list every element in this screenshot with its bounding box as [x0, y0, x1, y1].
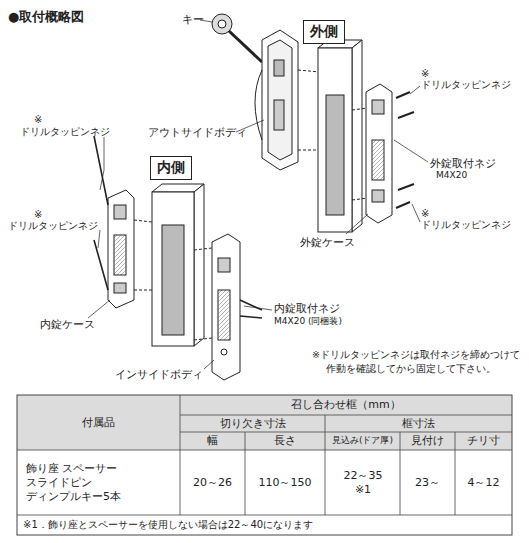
note: 作動を確認してから固定して下さい。	[326, 364, 496, 375]
table-cell: 4～12	[455, 450, 512, 515]
part-name: 外錠取付ネジ	[430, 157, 496, 169]
table-header: 幅	[180, 432, 245, 450]
part-name: 内錠ケース	[40, 318, 95, 330]
table-cell: 23～	[400, 450, 455, 515]
part-name: インサイドボディ	[115, 368, 203, 380]
side-label: 内側	[157, 159, 185, 177]
table-header: 見込み(ドア厚)	[325, 432, 400, 450]
part-name: ドリルタッピンネジ	[8, 220, 98, 232]
title: ●取付概略図	[8, 10, 84, 25]
table-header: 框寸法	[325, 415, 512, 432]
note: ※ドリルタッピンネジは取付ネジを締めつけて	[312, 350, 520, 361]
part-name: アウトサイドボディ	[148, 126, 247, 138]
note-mark: ※	[34, 209, 42, 221]
note-mark: ※	[34, 114, 42, 126]
table-header: 長さ	[245, 432, 325, 450]
side-label: 外側	[310, 23, 338, 41]
table-cell: 飾り座 スペーサー スライドピン ディンプルキー5本	[20, 452, 138, 514]
table-header: 召し合わせ框（mm）	[180, 395, 512, 415]
table-cell: 110～150	[245, 450, 325, 515]
table-cell: 22～35 ※1	[340, 450, 386, 515]
part-name: ドリルタッピンネジ	[20, 126, 110, 138]
part-name: キー	[182, 14, 204, 27]
table-header: チリ寸	[455, 432, 512, 450]
leader-lines	[88, 20, 428, 369]
part-name: 外錠ケース	[300, 236, 355, 248]
inner-parts	[94, 136, 262, 380]
note-mark: ※	[421, 208, 429, 220]
side-label-box: 内側	[150, 156, 192, 180]
footnote: ※1．飾り座とスペーサーを使用しない場合は22～40になります	[17, 515, 512, 535]
part-name: ドリルタッピンネジ	[421, 79, 511, 91]
table-header: 付属品	[17, 395, 180, 450]
spec: M4X20	[436, 170, 467, 180]
outer-parts	[212, 14, 414, 232]
table-header: 切り欠き寸法	[180, 415, 325, 432]
spec: M4X20 (同梱装)	[274, 316, 342, 326]
part-name: ドリルタッピンネジ	[421, 219, 511, 231]
table-grid	[17, 395, 512, 535]
table-header: 見付け	[400, 432, 455, 450]
part-name: 内錠取付ネジ	[274, 302, 340, 314]
note-mark: ※	[421, 68, 429, 80]
table-cell: 20～26	[180, 450, 245, 515]
side-label-box: 外側	[303, 20, 345, 44]
